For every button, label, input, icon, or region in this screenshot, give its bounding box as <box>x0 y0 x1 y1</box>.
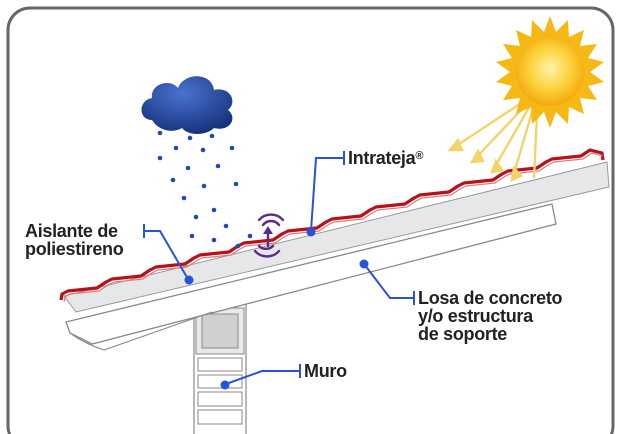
insulation-layer <box>63 161 610 313</box>
leader-dots <box>184 227 369 390</box>
registered-mark: ® <box>415 150 424 162</box>
wall <box>193 296 247 434</box>
sun-icon <box>496 16 604 128</box>
leader-lines <box>143 151 415 385</box>
slab-label-line2: y/o estructura <box>418 306 533 326</box>
slab-label: Losa de concreto y/o estructura de sopor… <box>418 288 563 344</box>
slab-label-line3: de soporte <box>418 324 508 344</box>
insulation-label: Aislante de poliestireno <box>25 221 124 259</box>
wireless-signal-icon <box>253 213 285 258</box>
slab-label-line1: Losa de concreto <box>418 288 563 308</box>
insulation-label-line2: poliestireno <box>25 239 124 259</box>
rain-cloud-icon <box>141 76 253 249</box>
wall-label: Muro <box>304 361 347 381</box>
intrateja-text: Intrateja <box>348 148 416 168</box>
intrateja-label: Intrateja® <box>348 149 423 167</box>
insulation-label-line1: Aislante de <box>25 221 118 241</box>
